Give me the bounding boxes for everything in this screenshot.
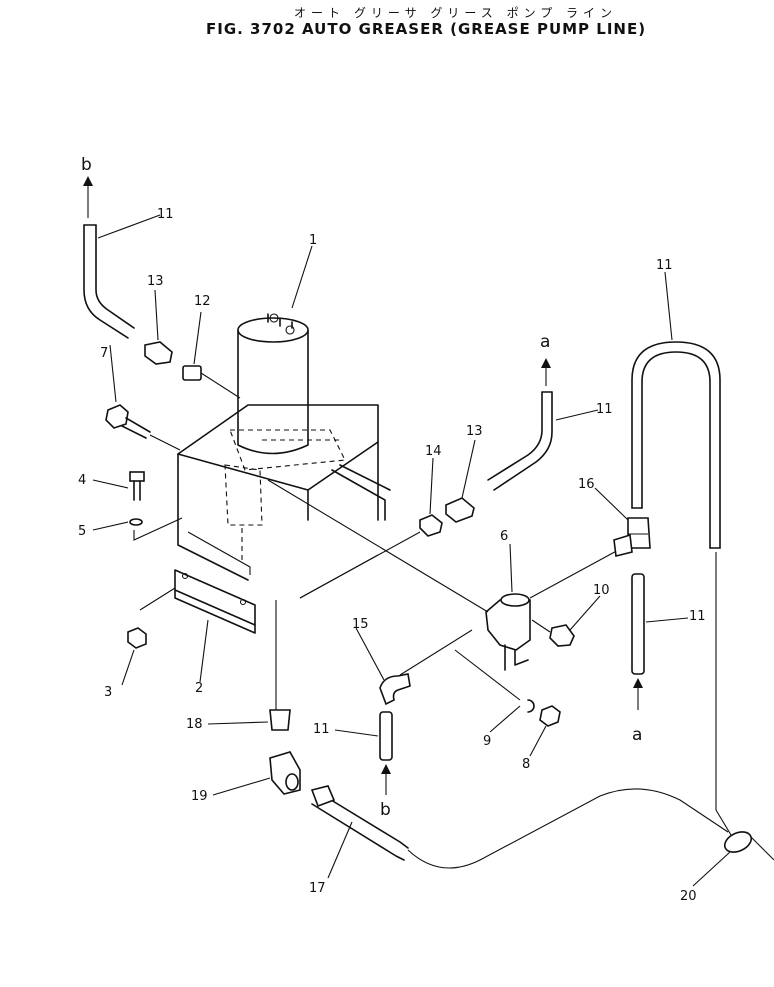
callout-10: 10 <box>593 583 610 598</box>
callout-13-right: 13 <box>466 424 483 439</box>
tee-fitting <box>613 517 651 557</box>
marker-a-bottom: a <box>632 725 642 745</box>
marker-b-top: b <box>81 155 92 175</box>
callout-16: 16 <box>578 477 595 492</box>
connector-14 <box>299 514 443 599</box>
grease-hose <box>310 785 729 869</box>
callout-1: 1 <box>309 233 317 248</box>
hose-from-a-bottom <box>631 573 645 710</box>
callout-4: 4 <box>78 473 86 488</box>
callout-11-top-left: 11 <box>157 207 174 222</box>
figure-title: FIG. 3702 AUTO GREASER (GREASE PUMP LINE… <box>206 20 647 38</box>
u-shaped-hose <box>631 341 741 851</box>
connector-12 <box>182 365 241 399</box>
nipple-fitting <box>269 600 291 731</box>
callout-8: 8 <box>522 757 530 772</box>
connector-13-left <box>144 341 173 365</box>
pump-mounting-bracket <box>177 404 391 599</box>
callout-15: 15 <box>352 617 369 632</box>
bolt-and-washer <box>129 471 183 541</box>
callout-numbers: 1 2 3 4 5 6 7 8 9 10 11 11 11 11 11 12 1… <box>78 207 706 904</box>
callout-7: 7 <box>100 346 108 361</box>
callout-11-right-top: 11 <box>656 258 673 273</box>
callout-17: 17 <box>309 881 326 896</box>
hose-from-a <box>487 358 553 491</box>
elbow-fitting <box>379 673 411 706</box>
nut <box>127 627 147 649</box>
lock-nut <box>539 705 561 727</box>
callout-18: 18 <box>186 717 203 732</box>
marker-b-bottom: b <box>380 800 391 820</box>
callout-14: 14 <box>425 444 442 459</box>
callout-11-right: 11 <box>689 609 706 624</box>
callout-19: 19 <box>191 789 208 804</box>
callout-11-bottom: 11 <box>313 722 330 737</box>
callout-9: 9 <box>483 734 491 749</box>
marker-a-top: a <box>540 332 550 352</box>
callout-leaders <box>92 214 731 887</box>
hose-clamp <box>723 831 774 861</box>
snap-ring <box>527 699 535 713</box>
elbow-19 <box>269 751 301 795</box>
hose-to-b <box>83 176 135 339</box>
callout-12: 12 <box>194 294 211 309</box>
connection-markers: b b a a <box>81 155 642 820</box>
grease-pump-canister <box>237 313 309 455</box>
callout-11-center: 11 <box>596 402 613 417</box>
angle-plate <box>139 569 256 634</box>
japanese-title: オート グリーサ グリース ポンプ ライン <box>294 6 618 20</box>
callout-2: 2 <box>195 681 203 696</box>
callout-3: 3 <box>104 685 112 700</box>
callout-13-left: 13 <box>147 274 164 289</box>
hose-to-b-bottom <box>379 711 393 795</box>
connector-13-right <box>445 497 475 523</box>
connector-10 <box>531 619 575 647</box>
callout-6: 6 <box>500 529 508 544</box>
callout-20: 20 <box>680 889 697 904</box>
filter-valve <box>267 479 623 701</box>
callout-5: 5 <box>78 524 86 539</box>
hex-bolt <box>105 404 181 451</box>
